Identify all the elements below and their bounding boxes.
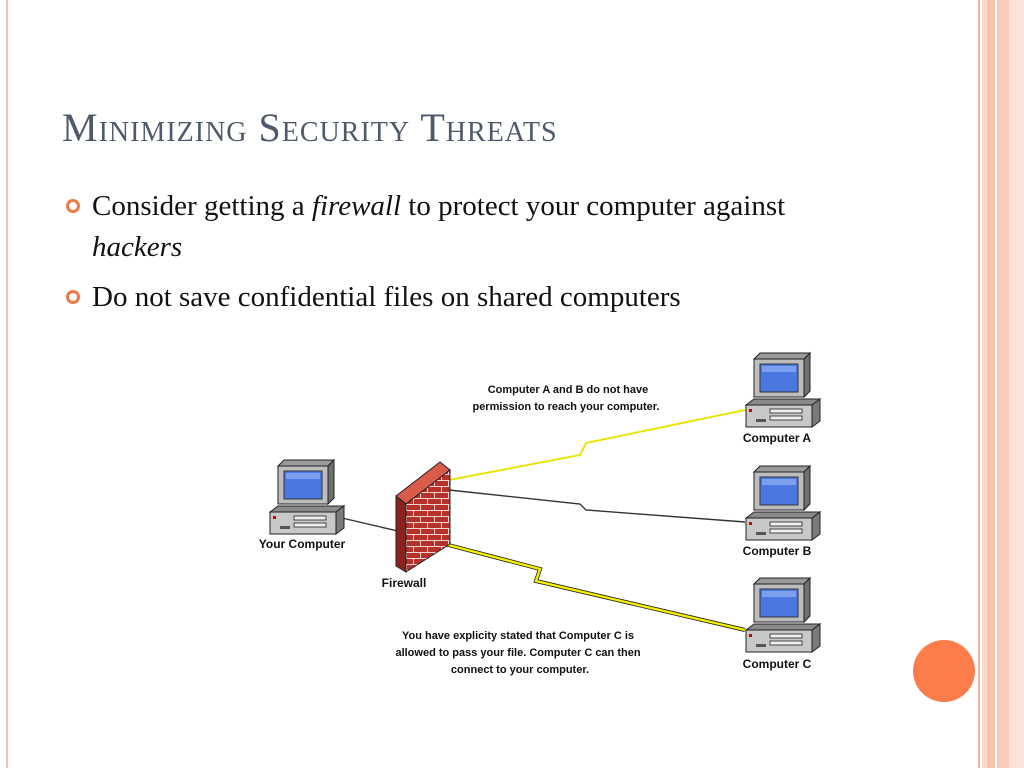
your-computer-label: Your Computer [259, 537, 346, 551]
slide-title: Minimizing Security Threats [62, 105, 558, 150]
bullet-item: Do not save confidential files on shared… [66, 277, 786, 318]
computer-c-icon [745, 577, 821, 653]
note-bottom-line: connect to your computer. [451, 664, 589, 676]
computer-a-icon [745, 352, 821, 428]
note-bottom-line: allowed to pass your file. Computer C ca… [395, 647, 640, 659]
note-bottom-line: You have explicity stated that Computer … [402, 630, 634, 642]
ring-bullet-icon [66, 199, 80, 213]
computer-b-label: Computer B [743, 544, 812, 558]
decorative-circle [913, 640, 975, 702]
right-stripe [982, 0, 987, 768]
firewall-label: Firewall [382, 576, 427, 590]
bullet-item: Consider getting a firewall to protect y… [66, 186, 786, 268]
your-computer-icon [269, 459, 345, 535]
right-stripe [995, 0, 997, 768]
right-stripe [997, 0, 1009, 768]
right-stripe [978, 0, 980, 768]
note-top-line: Computer A and B do not have [488, 384, 649, 396]
bullet-list: Consider getting a firewall to protect y… [66, 186, 786, 327]
computer-c-label: Computer C [743, 657, 812, 671]
right-stripe [987, 0, 995, 768]
connection-line-computer-b [448, 489, 746, 523]
firewall-icon [395, 461, 451, 573]
note-top-line: permission to reach your computer. [472, 401, 659, 413]
bullet-text: Consider getting a [92, 190, 312, 222]
computer-a-label: Computer A [743, 431, 812, 445]
bullet-text: to protect your computer against [401, 190, 786, 222]
computer-b-icon [745, 465, 821, 541]
bullet-text: Do not save confidential files on shared… [92, 281, 681, 313]
connection-line-computer-a [448, 409, 746, 481]
ring-bullet-icon [66, 290, 80, 304]
bullet-emphasis: firewall [311, 190, 402, 222]
right-stripe [1009, 0, 1024, 768]
connection-line-your-computer [341, 517, 403, 533]
firewall-diagram: Your Computer Firewall Computer A Comput… [259, 352, 821, 676]
left-frame-line [6, 0, 8, 768]
bullet-emphasis: hackers [92, 231, 183, 263]
